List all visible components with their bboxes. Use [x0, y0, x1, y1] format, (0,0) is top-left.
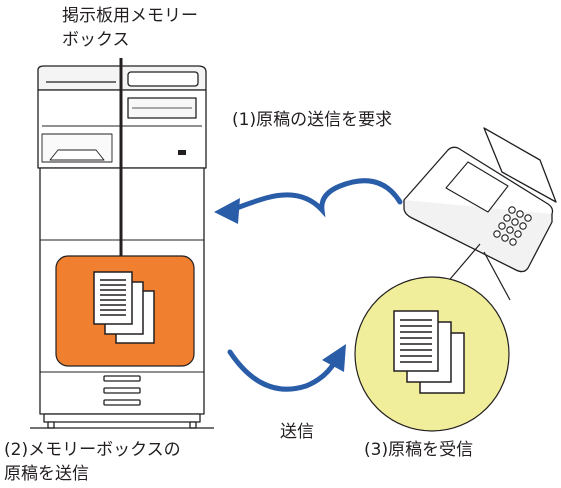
receiving-circle — [354, 243, 511, 432]
memory-box-label-line2: ボックス — [62, 30, 130, 50]
transmit-arrowhead — [322, 344, 346, 372]
document-stack-icon — [393, 310, 465, 394]
document-stack-icon — [93, 271, 155, 344]
send-label-line2: 原稿を送信 — [4, 464, 89, 484]
send-label-line1: (2)メモリーボックスの — [4, 440, 181, 460]
receive-label: (3)原稿を受信 — [364, 440, 474, 460]
request-arrow — [229, 178, 403, 218]
fax-machine-icon — [403, 127, 557, 273]
request-label: (1)原稿の送信を要求 — [232, 110, 393, 130]
transmit-label: 送信 — [280, 422, 314, 442]
memory-box-label-line1: 掲示板用メモリー — [62, 6, 198, 26]
request-arrowhead — [214, 198, 240, 224]
transmit-arrow — [227, 349, 339, 392]
memory-box — [55, 255, 195, 367]
